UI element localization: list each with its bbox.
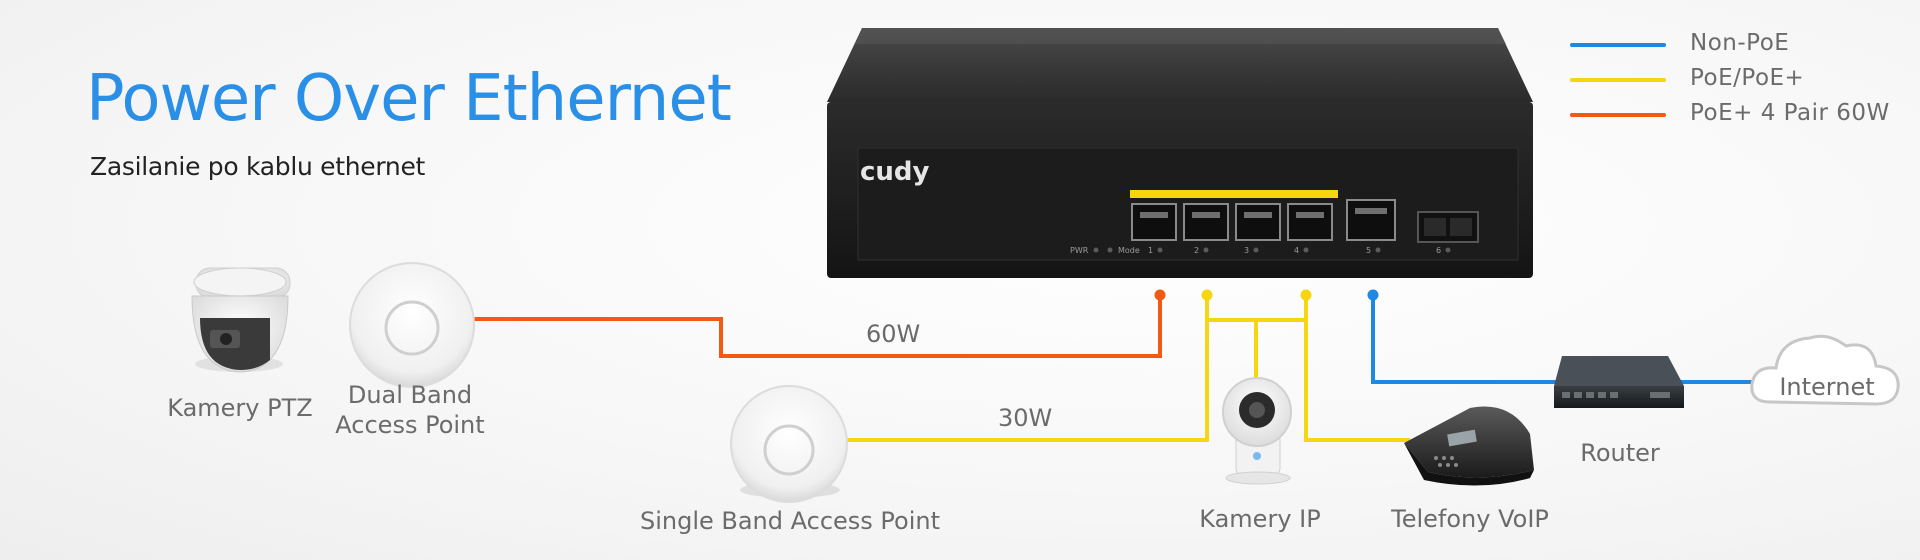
router-icon bbox=[1554, 356, 1684, 408]
label-dual-band-ap-line1: Dual Band bbox=[347, 381, 473, 409]
power-label-60w: 60W bbox=[866, 320, 921, 348]
link-60w-line bbox=[472, 296, 1162, 358]
page-title: Power Over Ethernet bbox=[86, 62, 732, 136]
led-label-4: 4 bbox=[1294, 246, 1299, 255]
legend-label-poe: PoE/PoE+ bbox=[1690, 65, 1805, 91]
label-router: Router bbox=[1580, 439, 1660, 467]
port-1 bbox=[1131, 203, 1177, 241]
legend-line-poe-4pair bbox=[1570, 113, 1666, 117]
label-voip-phone: Telefony VoIP bbox=[1391, 505, 1549, 533]
label-dual-band-ap-line2: Access Point bbox=[335, 411, 485, 439]
led-label-5: 5 bbox=[1366, 246, 1371, 255]
ip-camera-icon bbox=[1222, 377, 1292, 485]
legend-label-poe-4pair: PoE+ 4 Pair 60W bbox=[1690, 100, 1890, 126]
poe-port-strip bbox=[1130, 190, 1338, 198]
led-label-mode: Mode bbox=[1118, 246, 1140, 255]
led-label-3: 3 bbox=[1244, 246, 1249, 255]
port-dot-yellow-1 bbox=[1201, 289, 1213, 301]
label-ptz-camera: Kamery PTZ bbox=[167, 394, 313, 422]
switch-top-face bbox=[827, 28, 1533, 102]
port-5-uplink bbox=[1346, 199, 1396, 241]
led-label-2: 2 bbox=[1194, 246, 1199, 255]
led-label-6: 6 bbox=[1436, 246, 1441, 255]
link-router-line bbox=[1371, 296, 1557, 384]
port-3 bbox=[1235, 203, 1281, 241]
link-voip-line bbox=[1304, 296, 1410, 442]
port-dot-blue bbox=[1367, 289, 1379, 301]
voip-phone-icon bbox=[1404, 406, 1534, 486]
link-ip-camera-line bbox=[1207, 296, 1308, 322]
internet-cloud-icon bbox=[1750, 334, 1900, 406]
port-dot-orange bbox=[1154, 289, 1166, 301]
legend-line-poe bbox=[1570, 78, 1666, 82]
port-dot-yellow-2 bbox=[1300, 289, 1312, 301]
port-4 bbox=[1287, 203, 1333, 241]
connection-lines bbox=[472, 289, 1762, 442]
switch-brand-logo: cudy bbox=[860, 157, 930, 187]
label-dual-band-ap: Dual Band Access Point bbox=[320, 380, 500, 440]
switch-top-sheen bbox=[855, 28, 1506, 44]
power-label-30w: 30W bbox=[998, 404, 1053, 432]
led-label-pwr: PWR bbox=[1070, 246, 1089, 255]
switch-ports bbox=[1131, 199, 1396, 241]
label-single-band-ap: Single Band Access Point bbox=[639, 507, 941, 535]
port-2 bbox=[1183, 203, 1229, 241]
poe-switch: cudy PWR Mode 1 2 3 4 bbox=[827, 28, 1533, 278]
link-30w-line bbox=[846, 296, 1209, 442]
dual-band-ap-icon bbox=[349, 262, 475, 388]
single-band-ap-icon bbox=[730, 385, 848, 503]
legend-line-non-poe bbox=[1570, 43, 1666, 47]
page-subtitle: Zasilanie po kablu ethernet bbox=[90, 152, 426, 181]
legend-label-non-poe: Non-PoE bbox=[1690, 30, 1790, 56]
led-label-1: 1 bbox=[1148, 246, 1153, 255]
label-internet: Internet bbox=[1779, 373, 1875, 401]
ptz-camera-icon bbox=[191, 267, 291, 373]
label-ip-camera: Kamery IP bbox=[1199, 505, 1321, 533]
